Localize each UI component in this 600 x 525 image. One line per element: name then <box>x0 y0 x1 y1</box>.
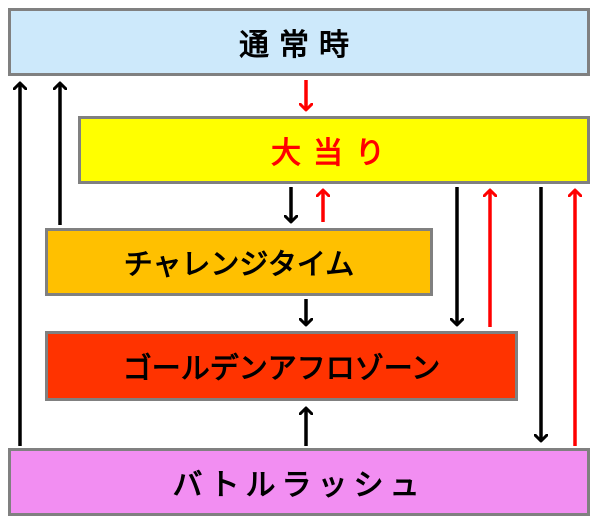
state-battle-rush-label: バトルラッシュ <box>172 468 426 503</box>
state-challenge-time-label: チャレンジタイム <box>123 247 355 281</box>
state-challenge-time: チャレンジタイム <box>45 228 433 296</box>
state-golden-afro-zone: ゴールデンアフロゾーン <box>45 331 518 401</box>
state-normal: 通常時 <box>8 8 590 76</box>
state-big-hit: 大当り <box>78 116 590 184</box>
state-golden-afro-zone-label: ゴールデンアフロゾーン <box>122 351 441 385</box>
state-normal-label: 通常時 <box>239 28 359 63</box>
state-big-hit-label: 大当り <box>271 136 397 171</box>
state-battle-rush: バトルラッシュ <box>8 448 590 516</box>
